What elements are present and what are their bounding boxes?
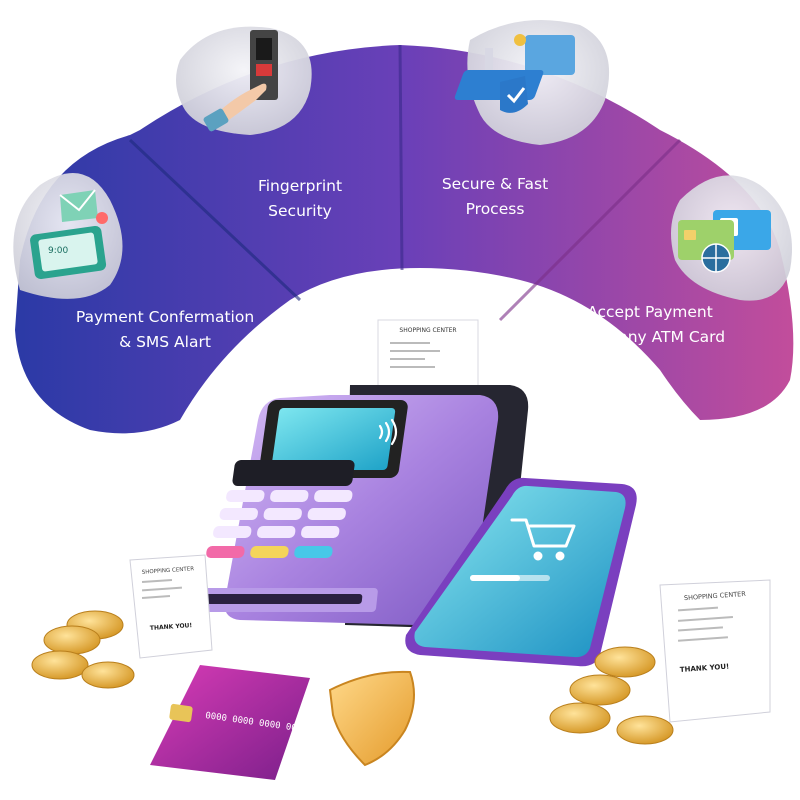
gold-shield <box>328 670 415 767</box>
shield-card-icon <box>454 20 610 145</box>
coin-stack-right <box>549 646 674 745</box>
terminal-receipt-store: SHOPPING CENTER <box>399 327 456 334</box>
feature-line-1: Payment Confermation <box>75 308 255 326</box>
feature-line-1: Accept Payment <box>587 303 713 321</box>
feature-line-2: Process <box>465 200 525 218</box>
arc-divider-2 <box>398 44 404 271</box>
feature-label-accept-payment: Accept Payment From any ATM Card <box>555 300 745 350</box>
coin-stack-left <box>31 610 135 689</box>
arc-divider-3 <box>498 138 682 322</box>
envelope-phone-icon: 9:00 <box>13 173 123 299</box>
credit-card: 0000 0000 0000 0000 <box>150 665 310 780</box>
feature-line-2: & SMS Alart <box>119 333 211 351</box>
svg-text:9:00: 9:00 <box>48 246 68 256</box>
receipt-left: SHOPPING CENTER THANK YOU! <box>129 554 213 659</box>
shopping-cart-icon <box>510 518 576 561</box>
atm-card-icon <box>671 175 792 301</box>
feature-line-2: From any ATM Card <box>574 328 726 346</box>
feature-line-1: Secure & Fast <box>441 175 549 193</box>
terminal-receipt: SHOPPING CENTER <box>377 319 479 391</box>
feature-line-1: Fingerprint <box>257 177 343 195</box>
feature-label-fingerprint: Fingerprint Security <box>215 174 385 224</box>
feature-label-secure-fast: Secure & Fast Process <box>410 172 580 222</box>
receipt-right-thanks: THANK YOU! <box>680 663 730 674</box>
feature-label-payment-confirmation: Payment Confermation & SMS Alart <box>50 305 280 355</box>
receipt-right: SHOPPING CENTER THANK YOU! <box>659 579 771 723</box>
smartphone <box>405 477 637 667</box>
arc-divider-1 <box>128 138 302 302</box>
contactless-icon <box>378 418 398 446</box>
feature-arc-band <box>15 45 794 434</box>
receipt-left-thanks: THANK YOU! <box>150 622 193 632</box>
receipt-left-store: SHOPPING CENTER <box>142 566 195 576</box>
feature-line-2: Security <box>268 202 332 220</box>
fingerprint-scanner-icon <box>176 26 312 135</box>
